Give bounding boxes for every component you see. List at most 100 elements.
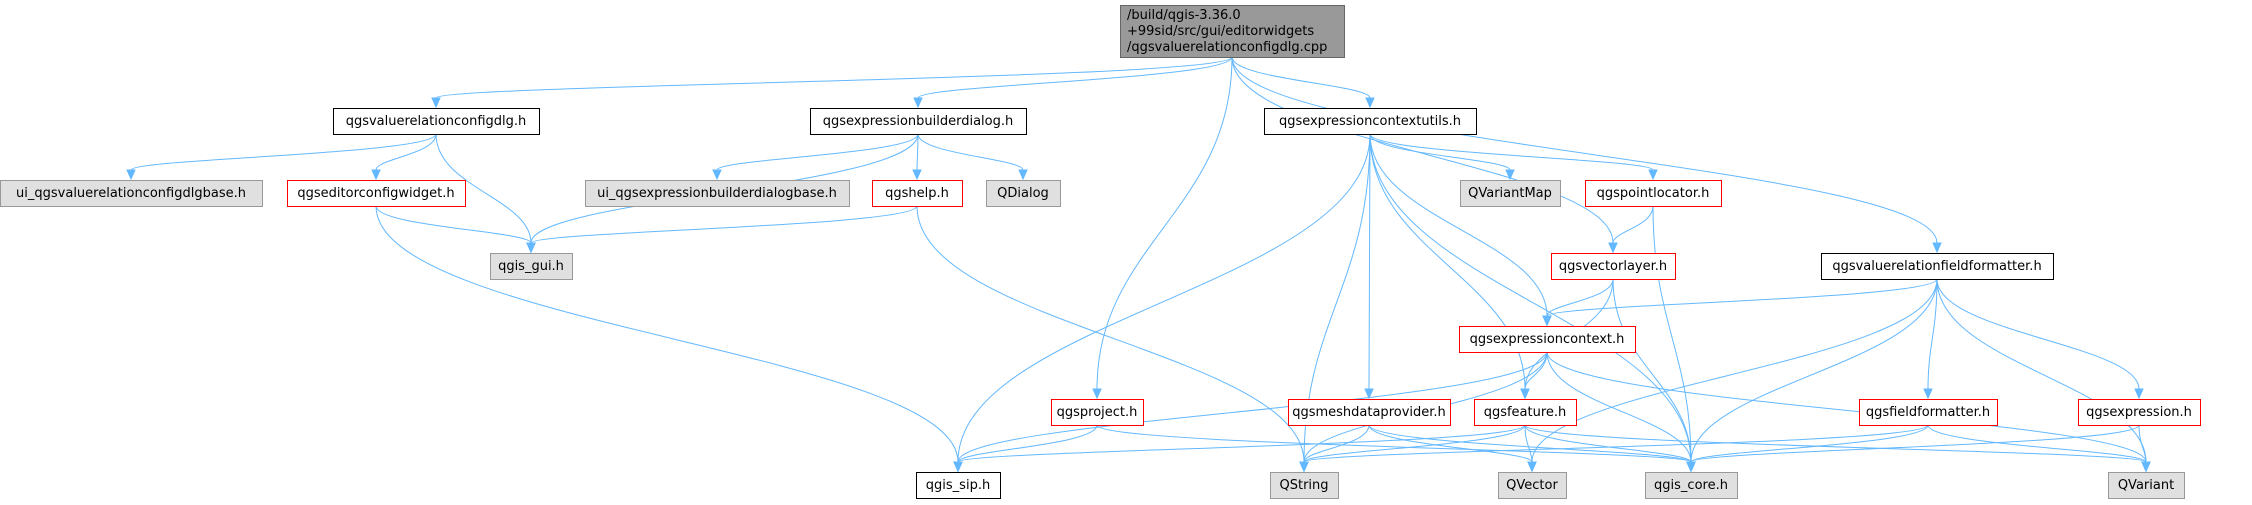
edge-configdlg_h-to-ui_configdlgbase (126, 133, 437, 181)
node-qgshelp_h[interactable]: qgshelp.h (872, 180, 963, 207)
node-pointlocator_h[interactable]: qgspointlocator.h (1585, 180, 1722, 207)
edge-line (1690, 278, 1938, 463)
nodes-layer: /build/qgis-3.36.0+99sid/src/gui/editorw… (0, 5, 2201, 499)
edge-line (716, 133, 919, 171)
edge-arrowhead (1686, 461, 1696, 473)
edge-arrowhead (913, 97, 923, 109)
node-box (1459, 326, 1636, 353)
node-label: qgsvaluerelationconfigdlg.h (346, 114, 527, 129)
node-exprcontext_h[interactable]: qgsexpressioncontext.h (1459, 326, 1636, 353)
node-project_h[interactable]: qgsproject.h (1051, 399, 1144, 426)
edge-fieldformatter_vr_h-to-expression_h (1936, 278, 2144, 400)
node-box (1585, 180, 1722, 207)
edge-arrowhead (1923, 388, 1933, 400)
edge-pointlocator_h-to-qgis_core_h (1652, 205, 1696, 473)
node-exprctxutils_h[interactable]: qgsexpressioncontextutils.h (1264, 108, 1477, 135)
edge-line (1936, 278, 2147, 463)
node-feature_h[interactable]: qgsfeature.h (1474, 399, 1577, 426)
node-qstring: QString (1270, 472, 1339, 499)
node-meshdataprovider_h[interactable]: qgsmeshdataprovider.h (1288, 399, 1451, 426)
node-label: qgsvectorlayer.h (1559, 259, 1667, 274)
edge-line (375, 205, 532, 244)
edge-line (1368, 424, 1533, 463)
node-fieldformatter_vr_h[interactable]: qgsvaluerelationfieldformatter.h (1821, 253, 2054, 280)
edge-line (916, 133, 919, 171)
node-label: qgsfieldformatter.h (1866, 405, 1990, 420)
edge-expression_h-to-qgis_core_h (1686, 424, 2140, 473)
edge-line (1927, 424, 2147, 463)
node-configdlg_h[interactable]: qgsvaluerelationconfigdlg.h (333, 108, 540, 135)
edge-line (375, 133, 437, 171)
edge-arrowhead (1092, 388, 1102, 400)
edge-line (1096, 424, 1692, 463)
node-box (810, 108, 1027, 135)
node-box (1270, 472, 1339, 499)
edge-line (1546, 278, 1938, 317)
edge-exprcontext_h-to-qgis_sip_h (953, 351, 1548, 473)
node-box (2108, 472, 2185, 499)
edge-line (435, 56, 1233, 99)
edge-line (1303, 424, 1370, 463)
edges-layer (126, 56, 2151, 473)
edge-line (1368, 133, 1371, 390)
node-editorconfigwidget_h[interactable]: qgseditorconfigwidget.h (287, 180, 466, 207)
node-box (1645, 472, 1738, 499)
edge-line (1369, 133, 1654, 171)
edge-qgshelp_h-to-qstring (916, 205, 1309, 473)
node-label: QVariantMap (1468, 186, 1552, 201)
edge-line (530, 205, 918, 244)
node-expression_h[interactable]: qgsexpression.h (2078, 399, 2201, 426)
edge-line (1231, 56, 1938, 244)
edge-arrowhead (1365, 97, 1375, 109)
edge-arrowhead (2141, 461, 2151, 473)
node-label: qgis_gui.h (498, 259, 564, 274)
edge-line (1546, 278, 1614, 317)
edge-qgshelp_h-to-qgis_gui_h (526, 205, 918, 254)
edge-line (375, 205, 959, 463)
node-label: +99sid/src/gui/editorwidgets (1127, 24, 1314, 39)
edge-feature_h-to-qgis_sip_h (953, 424, 1526, 473)
edge-exprctxutils_h-to-feature_h (1369, 133, 1530, 400)
edge-arrowhead (1018, 169, 1028, 181)
edge-project_h-to-qgis_core_h (1096, 424, 1696, 473)
edge-line (1524, 424, 1533, 463)
node-vectorlayer_h[interactable]: qgsvectorlayer.h (1551, 253, 1676, 280)
edge-line (1612, 278, 1692, 463)
node-box (585, 180, 850, 207)
edge-line (1936, 278, 2140, 390)
edge-fieldformatter_h-to-qstring (1299, 424, 1929, 473)
node-label: qgis_core.h (1654, 478, 1728, 493)
node-fieldformatter_h[interactable]: qgsfieldformatter.h (1859, 399, 1998, 426)
node-qvariant: QVariant (2108, 472, 2185, 499)
edge-exprctxutils_h-to-meshdataprovider_h (1364, 133, 1374, 400)
node-exprbuilder_h[interactable]: qgsexpressionbuilderdialog.h (810, 108, 1027, 135)
edge-root-to-exprctxutils_h (1231, 56, 1375, 109)
edge-arrowhead (1364, 388, 1374, 400)
node-label: ui_qgsexpressionbuilderdialogbase.h (597, 186, 837, 201)
edge-line (957, 424, 1098, 463)
edge-arrowhead (1608, 242, 1618, 254)
edge-line (1612, 205, 1654, 244)
node-box (1120, 5, 1345, 58)
node-box (1498, 472, 1567, 499)
edge-exprcontext_h-to-qvariant (1546, 351, 2151, 473)
edge-line (1231, 56, 1371, 99)
node-label: qgsexpressionbuilderdialog.h (823, 114, 1014, 129)
edge-root-to-exprbuilder_h (913, 56, 1233, 109)
edge-meshdataprovider_h-to-qvector (1368, 424, 1537, 473)
edge-root-to-configdlg_h (431, 56, 1233, 109)
edge-arrowhead (912, 169, 922, 181)
edge-line (130, 133, 437, 171)
edge-line (1524, 424, 2147, 463)
node-box (872, 180, 963, 207)
node-qgis_sip_h[interactable]: qgis_sip.h (916, 472, 1001, 499)
edge-expression_h-to-qvariant (2138, 424, 2151, 473)
edge-arrowhead (2134, 388, 2144, 400)
edge-project_h-to-qgis_sip_h (953, 424, 1098, 473)
node-box (0, 180, 263, 207)
node-box (1051, 399, 1144, 426)
edge-line (957, 133, 1371, 463)
node-root[interactable]: /build/qgis-3.36.0+99sid/src/gui/editorw… (1120, 5, 1345, 58)
node-box (1551, 253, 1676, 280)
